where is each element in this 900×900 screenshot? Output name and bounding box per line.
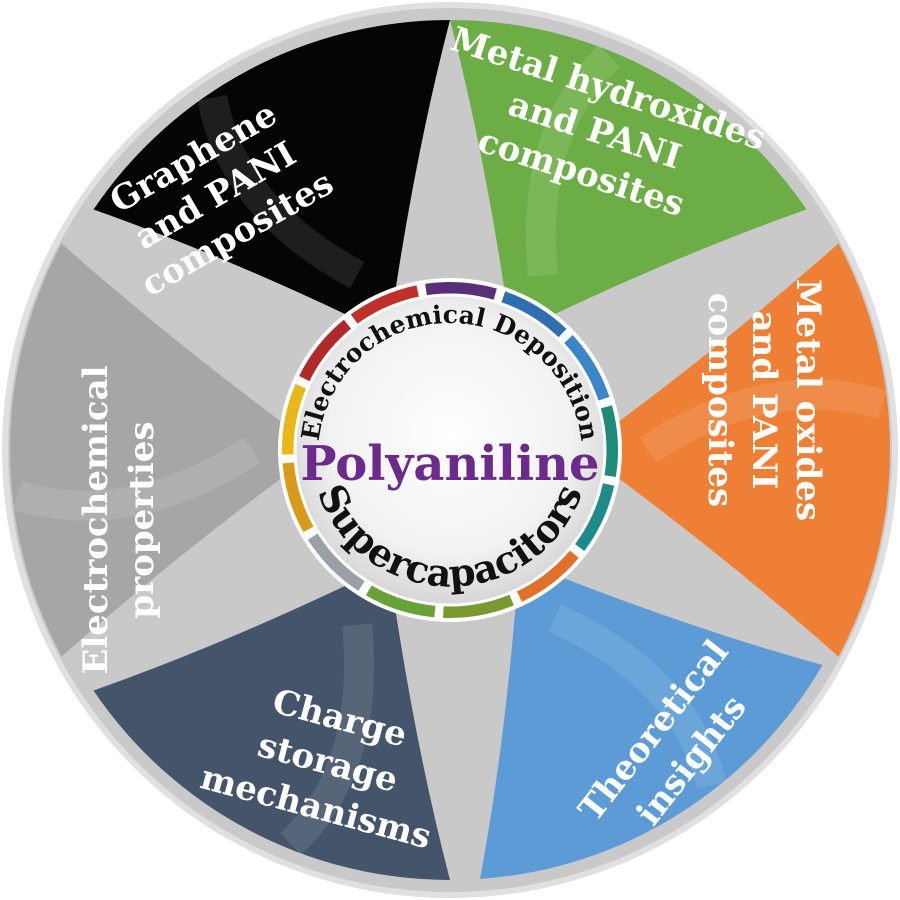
petal-label-line: and PANI bbox=[744, 311, 784, 490]
petal-shade-metal-oxides bbox=[639, 379, 887, 463]
petal-metal-oxides: Metal oxidesand PANIcomposites bbox=[615, 243, 890, 657]
petal-shape-electrochemical-properties bbox=[9, 243, 285, 657]
petal-label-line: Metal oxides bbox=[788, 279, 828, 521]
center-disc bbox=[293, 293, 607, 607]
petal-label-line: composites bbox=[700, 293, 740, 507]
petal-shape-theoretical bbox=[479, 576, 823, 879]
ring-segment bbox=[563, 335, 610, 401]
petal-metal-hydroxides: Metal hydroxidesand PANIcomposites bbox=[446, 19, 807, 316]
petal-graphene: Grapheneand PANIcomposites bbox=[93, 20, 450, 316]
ring-segment bbox=[443, 594, 514, 618]
ring-segment bbox=[501, 291, 567, 338]
petal-shade-graphene bbox=[197, 94, 365, 289]
ring-segment bbox=[282, 462, 314, 533]
ring-segment bbox=[350, 285, 419, 325]
petal-label-line: Electrochemical bbox=[76, 365, 116, 674]
ring-segment bbox=[425, 282, 497, 301]
petal-label-line: properties bbox=[122, 421, 162, 618]
ring-segment bbox=[299, 319, 352, 382]
ring-segment bbox=[365, 585, 436, 618]
center-title: Polyaniline bbox=[300, 436, 599, 492]
ring-segment bbox=[516, 550, 579, 602]
petal-shade-theoretical bbox=[548, 604, 727, 789]
ring-segment bbox=[600, 405, 619, 478]
petal-shade-metal-hydroxides bbox=[526, 45, 620, 277]
petal-shape-graphene bbox=[93, 20, 450, 316]
petal-shade-electrochemical-properties bbox=[13, 437, 261, 521]
ring-segment bbox=[282, 384, 307, 455]
ring-segment bbox=[307, 533, 365, 591]
ring-segment bbox=[574, 483, 615, 552]
petal-shape-charge-storage bbox=[93, 584, 450, 880]
petal-label-metal-oxides: Metal oxidesand PANIcomposites bbox=[700, 279, 828, 521]
petal-shape-metal-oxides bbox=[615, 243, 890, 657]
petal-shade-charge-storage bbox=[280, 623, 374, 855]
petal-charge-storage: Chargestoragemechanisms bbox=[93, 584, 450, 880]
petal-shape-metal-hydroxides bbox=[450, 20, 807, 316]
